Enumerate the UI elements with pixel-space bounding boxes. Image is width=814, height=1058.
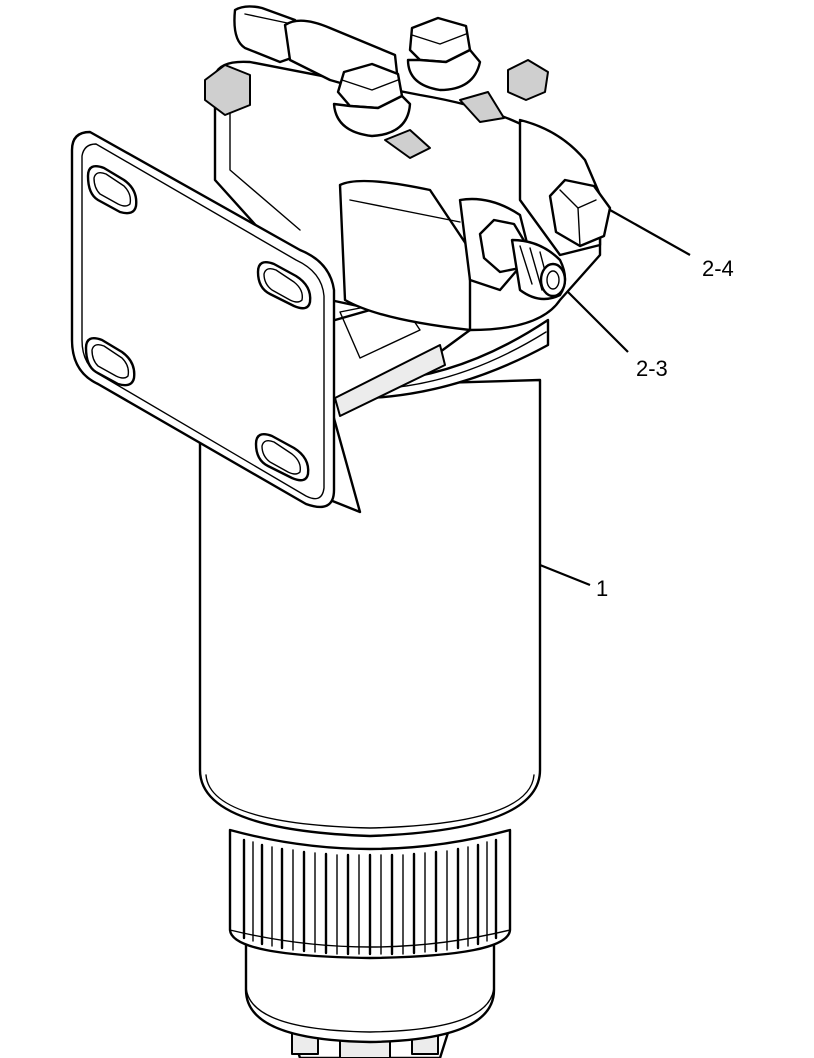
ribbed-ring <box>228 828 512 960</box>
mounting-plate <box>70 130 336 509</box>
top-bolts <box>332 16 549 138</box>
leader-line-2-4 <box>609 209 691 256</box>
mounting-slot <box>254 433 310 482</box>
locking-tabs <box>384 91 505 159</box>
callout-label-2-4: 2-4 <box>702 256 734 281</box>
collection-bowl <box>244 928 496 1044</box>
callout-label-1: 1 <box>596 576 608 601</box>
mounting-slot <box>86 165 138 215</box>
mounting-slot <box>84 337 136 387</box>
leader-line-1 <box>539 563 591 587</box>
callout-label-2-3: 2-3 <box>636 356 668 381</box>
leader-line-2-3 <box>567 291 629 353</box>
mounting-slot <box>256 261 312 310</box>
filter-canister <box>198 378 542 838</box>
front-port-fitting <box>458 197 567 301</box>
leader-lines <box>539 209 691 587</box>
right-port-hex-plug <box>518 118 612 257</box>
callout-labels: 1 2-3 2-4 <box>596 256 734 601</box>
